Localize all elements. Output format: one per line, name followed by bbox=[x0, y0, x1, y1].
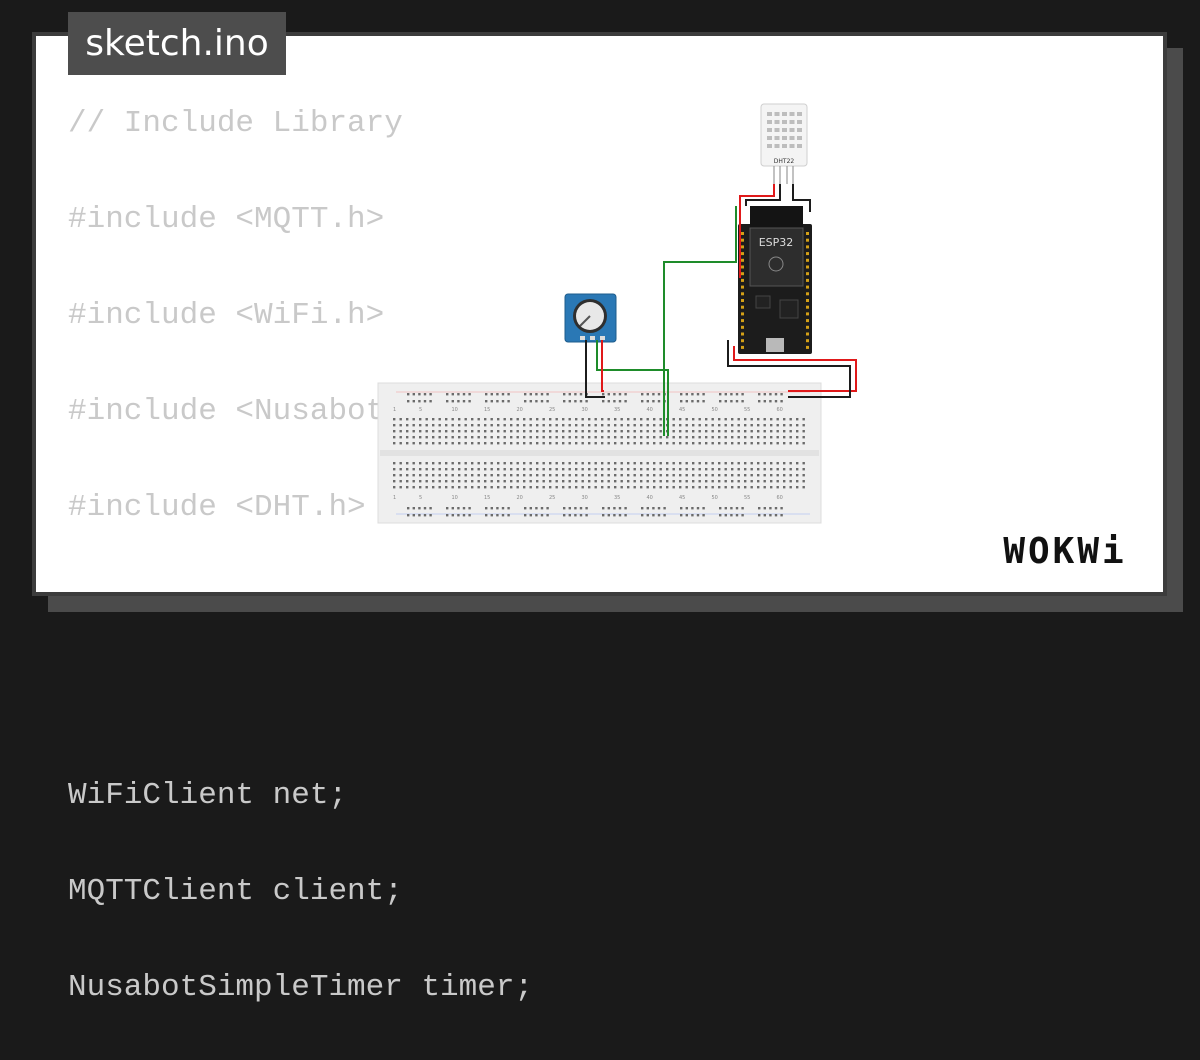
wokwi-logo-text: WOKWi bbox=[1003, 531, 1127, 572]
code-line: // Include Library bbox=[68, 106, 403, 141]
breadboard-column-number: 45 bbox=[679, 407, 685, 413]
breadboard-column-number: 20 bbox=[517, 407, 523, 413]
breadboard-column-number: 30 bbox=[582, 407, 588, 413]
breadboard-column-number: 40 bbox=[647, 407, 653, 413]
breadboard-column-number: 45 bbox=[679, 495, 685, 501]
breadboard-column-number: 30 bbox=[582, 495, 588, 501]
breadboard-column-number: 35 bbox=[614, 495, 620, 501]
breadboard-column-number: 35 bbox=[614, 407, 620, 413]
breadboard-column-number: 50 bbox=[712, 495, 718, 501]
breadboard-column-number: 25 bbox=[549, 407, 555, 413]
code-line: WiFiClient net; bbox=[68, 778, 348, 813]
dht22-sensor[interactable]: DHT22 bbox=[760, 103, 808, 184]
breadboard-column-number: 1 bbox=[393, 407, 396, 413]
code-line: NusabotSimpleTimer timer; bbox=[68, 970, 534, 1005]
breadboard-column-number: 15 bbox=[484, 407, 490, 413]
wires bbox=[585, 184, 857, 436]
breadboard-column-number: 50 bbox=[712, 407, 718, 413]
breadboard-column-number: 60 bbox=[777, 495, 783, 501]
breadboard-column-number: 10 bbox=[452, 407, 458, 413]
breadboard-holes bbox=[393, 393, 805, 517]
code-line: MQTTClient client; bbox=[68, 874, 403, 909]
dht22-label: DHT22 bbox=[774, 158, 795, 165]
breadboard-column-number: 1 bbox=[393, 495, 396, 501]
esp32-label: ESP32 bbox=[759, 236, 794, 249]
code-line bbox=[68, 676, 645, 724]
code-line: #include <DHT.h> bbox=[68, 490, 366, 525]
breadboard-column-number: 5 bbox=[419, 407, 422, 413]
breadboard-column-number: 25 bbox=[549, 495, 555, 501]
esp32-board[interactable]: ESP32 bbox=[738, 206, 812, 354]
breadboard-column-number: 5 bbox=[419, 495, 422, 501]
potentiometer[interactable] bbox=[564, 293, 617, 343]
code-line: #include <WiFi.h> bbox=[68, 298, 385, 333]
breadboard-column-number: 55 bbox=[744, 495, 750, 501]
breadboard-column-number: 15 bbox=[484, 495, 490, 501]
code-line: #include <MQTT.h> bbox=[68, 202, 385, 237]
breadboard-column-number: 55 bbox=[744, 407, 750, 413]
breadboard-column-number: 10 bbox=[452, 495, 458, 501]
file-tab[interactable]: sketch.ino bbox=[68, 12, 286, 75]
wokwi-logo: WOKWi bbox=[975, 528, 1155, 580]
breadboard-column-number: 60 bbox=[777, 407, 783, 413]
breadboard-column-number: 20 bbox=[517, 495, 523, 501]
breadboard-column-number: 40 bbox=[647, 495, 653, 501]
